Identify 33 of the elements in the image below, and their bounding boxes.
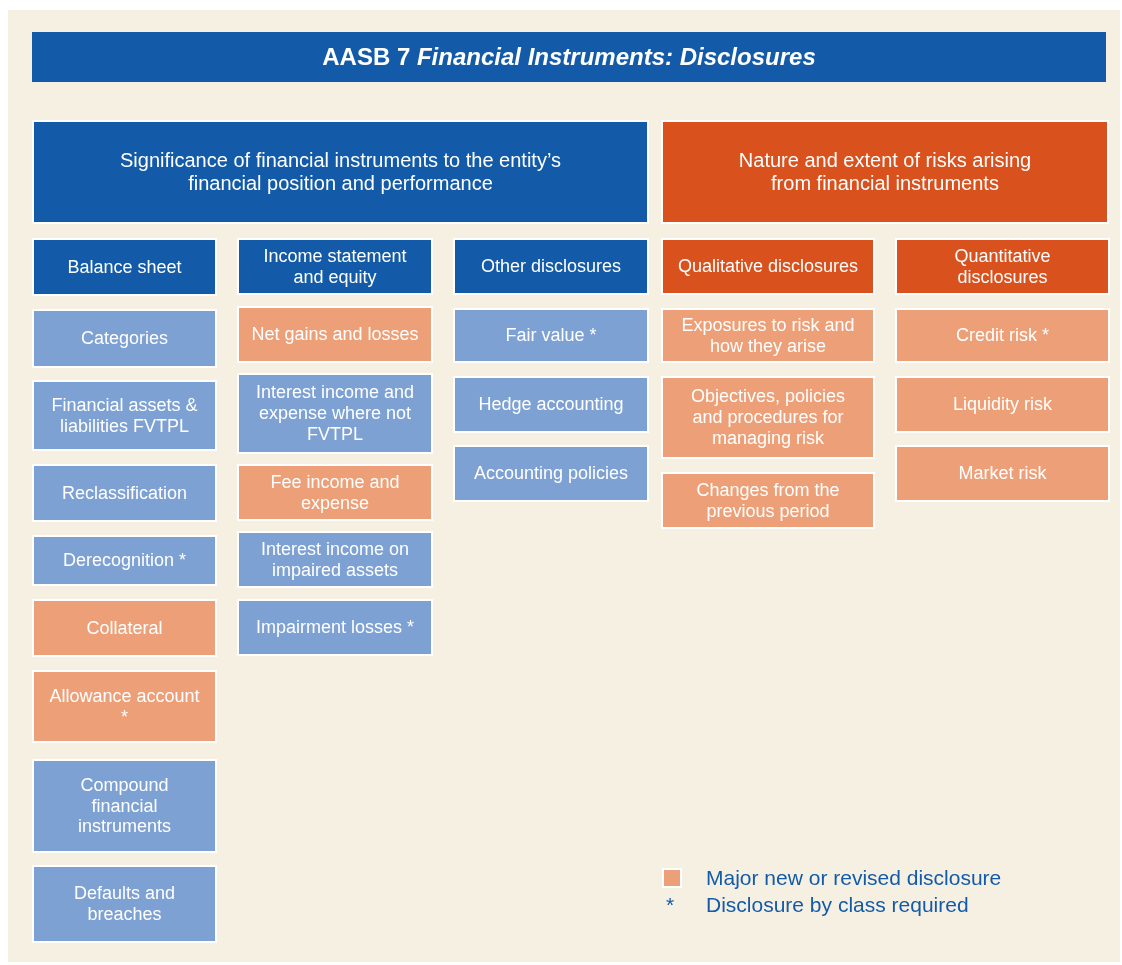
disclosure-box: Net gains and losses bbox=[237, 306, 433, 363]
disclosure-box: Compound financial instruments bbox=[32, 759, 217, 853]
disclosure-box: Interest income on impaired assets bbox=[237, 531, 433, 588]
asterisk-symbol: * bbox=[665, 892, 675, 918]
disclosure-box: Credit risk * bbox=[895, 308, 1110, 363]
disclosure-box: Interest income and expense where not FVTPL bbox=[237, 373, 433, 454]
legend-text: Major new or revised disclosure bbox=[706, 865, 1002, 891]
category-header-box: Nature and extent of risks arising from financial instruments bbox=[661, 120, 1109, 224]
disclosure-box: Allowance account * bbox=[32, 670, 217, 743]
disclosure-box: Market risk bbox=[895, 445, 1110, 502]
disclosure-box: Defaults and breaches bbox=[32, 865, 217, 943]
title-bar: AASB 7 Financial Instruments: Disclosures bbox=[32, 32, 1106, 82]
category-header-box: Other disclosures bbox=[453, 238, 649, 295]
disclosure-box: Financial assets & liabilities FVTPL bbox=[32, 380, 217, 451]
category-header-box: Income statement and equity bbox=[237, 238, 433, 295]
disclosure-box: Derecognition * bbox=[32, 535, 217, 586]
disclosure-box: Fee income and expense bbox=[237, 464, 433, 521]
disclosure-box: Exposures to risk and how they arise bbox=[661, 308, 875, 363]
disclosure-box: Impairment losses * bbox=[237, 599, 433, 656]
disclosure-box: Categories bbox=[32, 309, 217, 368]
disclosure-box: Changes from the previous period bbox=[661, 472, 875, 529]
legend-text: Disclosure by class required bbox=[706, 892, 970, 918]
disclosure-box: Accounting policies bbox=[453, 445, 649, 502]
category-header-box: Qualitative disclosures bbox=[661, 238, 875, 295]
category-header-box: Balance sheet bbox=[32, 238, 217, 296]
disclosure-box: Collateral bbox=[32, 599, 217, 657]
disclosure-box: Hedge accounting bbox=[453, 376, 649, 433]
disclosure-box: Reclassification bbox=[32, 464, 217, 522]
disclosure-box: Liquidity risk bbox=[895, 376, 1110, 433]
disclosure-box: Objectives, policies and procedures for managing risk bbox=[661, 376, 875, 459]
category-header-box: Quantitative disclosures bbox=[895, 238, 1110, 295]
category-header-box: Significance of financial instruments to the entity’s financial position and performance bbox=[32, 120, 649, 224]
disclosure-box: Fair value * bbox=[453, 308, 649, 363]
